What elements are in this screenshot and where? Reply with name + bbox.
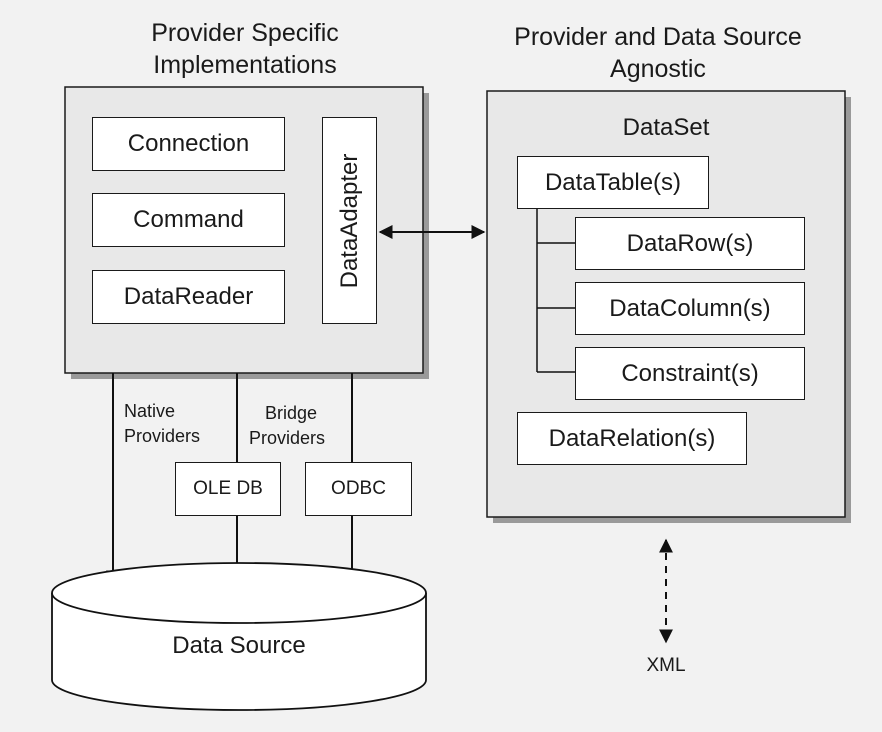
oledb-box: OLE DB [175, 462, 281, 516]
datacolumn-label: DataColumn(s) [609, 294, 771, 322]
datareader-box: DataReader [92, 270, 285, 324]
datarelation-label: DataRelation(s) [548, 424, 716, 452]
command-box: Command [92, 193, 285, 247]
datarow-box: DataRow(s) [575, 217, 805, 270]
native-providers-line1: Native [124, 401, 176, 421]
datatable-tree-lines [536, 209, 575, 373]
datarow-label: DataRow(s) [626, 229, 754, 257]
xml-label: XML [646, 655, 686, 676]
native-providers-line2: Providers [124, 426, 201, 446]
bridge-providers-note: Bridge Providers [249, 401, 325, 451]
command-label: Command [133, 206, 244, 233]
datacolumn-box: DataColumn(s) [575, 282, 805, 335]
agnostic-heading-line2: Agnostic [610, 55, 706, 83]
native-providers-note: Native Providers [124, 399, 200, 449]
datarelation-box: DataRelation(s) [517, 412, 747, 465]
data-source-cylinder [51, 562, 427, 711]
agnostic-heading-line1: Provider and Data Source [514, 23, 802, 51]
oledb-label: OLE DB [193, 478, 263, 499]
dataadapter-box: DataAdapter [322, 117, 377, 324]
data-source-label: Data Source [172, 632, 306, 659]
odbc-label: ODBC [331, 478, 386, 499]
odbc-box: ODBC [305, 462, 412, 516]
provider-specific-heading-line2: Implementations [153, 51, 337, 79]
bridge-providers-line2: Providers [249, 428, 326, 448]
dataset-title: DataSet [622, 114, 710, 141]
datareader-label: DataReader [123, 283, 254, 310]
dataadapter-label: DataAdapter [335, 153, 363, 288]
datatable-label: DataTable(s) [544, 168, 682, 196]
datatable-box: DataTable(s) [517, 156, 709, 209]
agnostic-heading: Provider and Data Source Agnostic [488, 21, 828, 85]
constraint-label: Constraint(s) [621, 359, 759, 387]
connection-label: Connection [127, 130, 250, 157]
provider-specific-heading: Provider Specific Implementations [95, 17, 395, 81]
bridge-providers-line1: Bridge [265, 403, 318, 423]
constraint-box: Constraint(s) [575, 347, 805, 400]
provider-specific-heading-line1: Provider Specific [151, 19, 339, 47]
connection-box: Connection [92, 117, 285, 171]
